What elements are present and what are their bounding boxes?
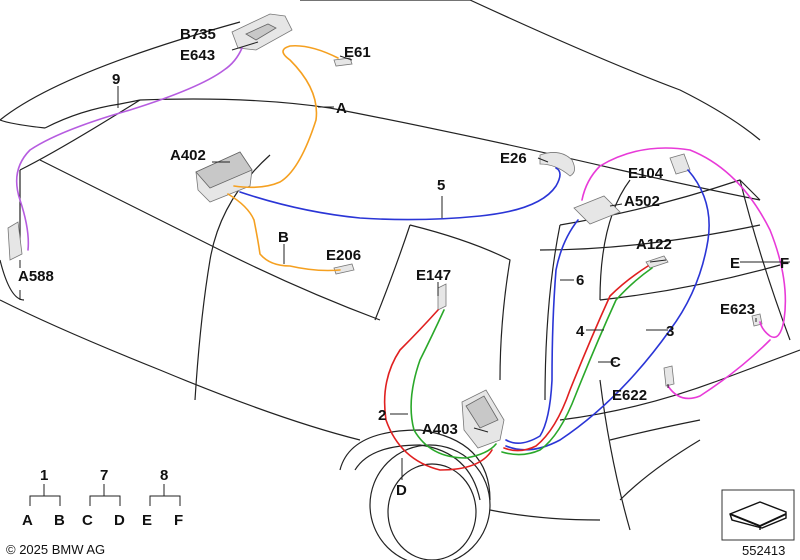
label-F: F (780, 255, 789, 272)
legend-group-7: 7 C D (82, 467, 125, 529)
label-C: C (610, 354, 621, 371)
label-B: B (278, 229, 289, 246)
light-e147 (437, 283, 447, 311)
legend-group-1: 1 A B (22, 467, 65, 529)
leader-lines (19, 41, 790, 480)
label-E622: E622 (612, 387, 647, 404)
module-a588 (7, 221, 23, 261)
label-E643: E643 (180, 47, 215, 64)
label-E61: E61 (344, 44, 371, 61)
module-a402 (195, 151, 253, 203)
wire-4-green (501, 267, 653, 456)
components (7, 13, 763, 449)
legend: 1 A B 7 C D 8 E F (22, 467, 183, 529)
legend-parent-8: 8 (160, 467, 168, 484)
wire-B (227, 193, 341, 272)
module-a502 (573, 195, 621, 225)
label-D: D (396, 482, 407, 499)
light-e622 (663, 365, 675, 387)
legend-parent-1: 1 (40, 467, 48, 484)
light-e26 (539, 152, 575, 177)
legend-child-C: C (82, 512, 93, 529)
label-4: 4 (576, 323, 585, 340)
wire-2-green (410, 309, 497, 459)
wire-4-red (503, 265, 649, 452)
legend-child-E: E (142, 512, 152, 529)
label-A402: A402 (170, 147, 206, 164)
view-symbol-icon (729, 501, 787, 530)
light-e104 (669, 153, 691, 175)
copyright: © 2025 BMW AG (6, 542, 105, 557)
wire-A (233, 44, 339, 189)
labels: B735 E643 E61 9 A A402 B E206 5 E26 E104… (18, 26, 789, 499)
light-e206 (333, 263, 355, 275)
label-A502: A502 (624, 193, 660, 210)
label-E623: E623 (720, 301, 755, 318)
module-a403 (461, 389, 505, 449)
legend-child-F: F (174, 512, 183, 529)
label-A122: A122 (636, 236, 672, 253)
legend-group-8: 8 E F (142, 467, 183, 529)
image-number: 552413 (742, 543, 785, 558)
label-E206: E206 (326, 247, 361, 264)
wire-6 (505, 219, 579, 444)
legend-child-D: D (114, 512, 125, 529)
wire-E-F (581, 147, 787, 339)
label-2: 2 (378, 407, 386, 424)
label-6: 6 (576, 272, 584, 289)
legend-parent-7: 7 (100, 467, 108, 484)
label-E: E (730, 255, 740, 272)
light-e61 (333, 57, 353, 67)
overhead-module-b735 (231, 13, 293, 51)
wire-9 (15, 47, 243, 251)
wires (15, 44, 787, 471)
legend-child-B: B (54, 512, 65, 529)
label-9: 9 (112, 71, 120, 88)
image-id-box: 552413 (721, 489, 795, 558)
legend-child-A: A (22, 512, 33, 529)
label-5: 5 (437, 177, 445, 194)
label-E147: E147 (416, 267, 451, 284)
label-E104: E104 (628, 165, 664, 182)
label-3: 3 (666, 323, 674, 340)
label-B735: B735 (180, 26, 216, 43)
wire-5 (239, 167, 561, 221)
label-A: A (336, 100, 347, 117)
label-A403: A403 (422, 421, 458, 438)
wire-E-F-branch (667, 339, 771, 400)
label-E26: E26 (500, 150, 527, 167)
wire-3 (505, 169, 710, 451)
module-a122 (645, 255, 669, 269)
label-A588: A588 (18, 268, 54, 285)
wire-2-red (383, 309, 493, 471)
